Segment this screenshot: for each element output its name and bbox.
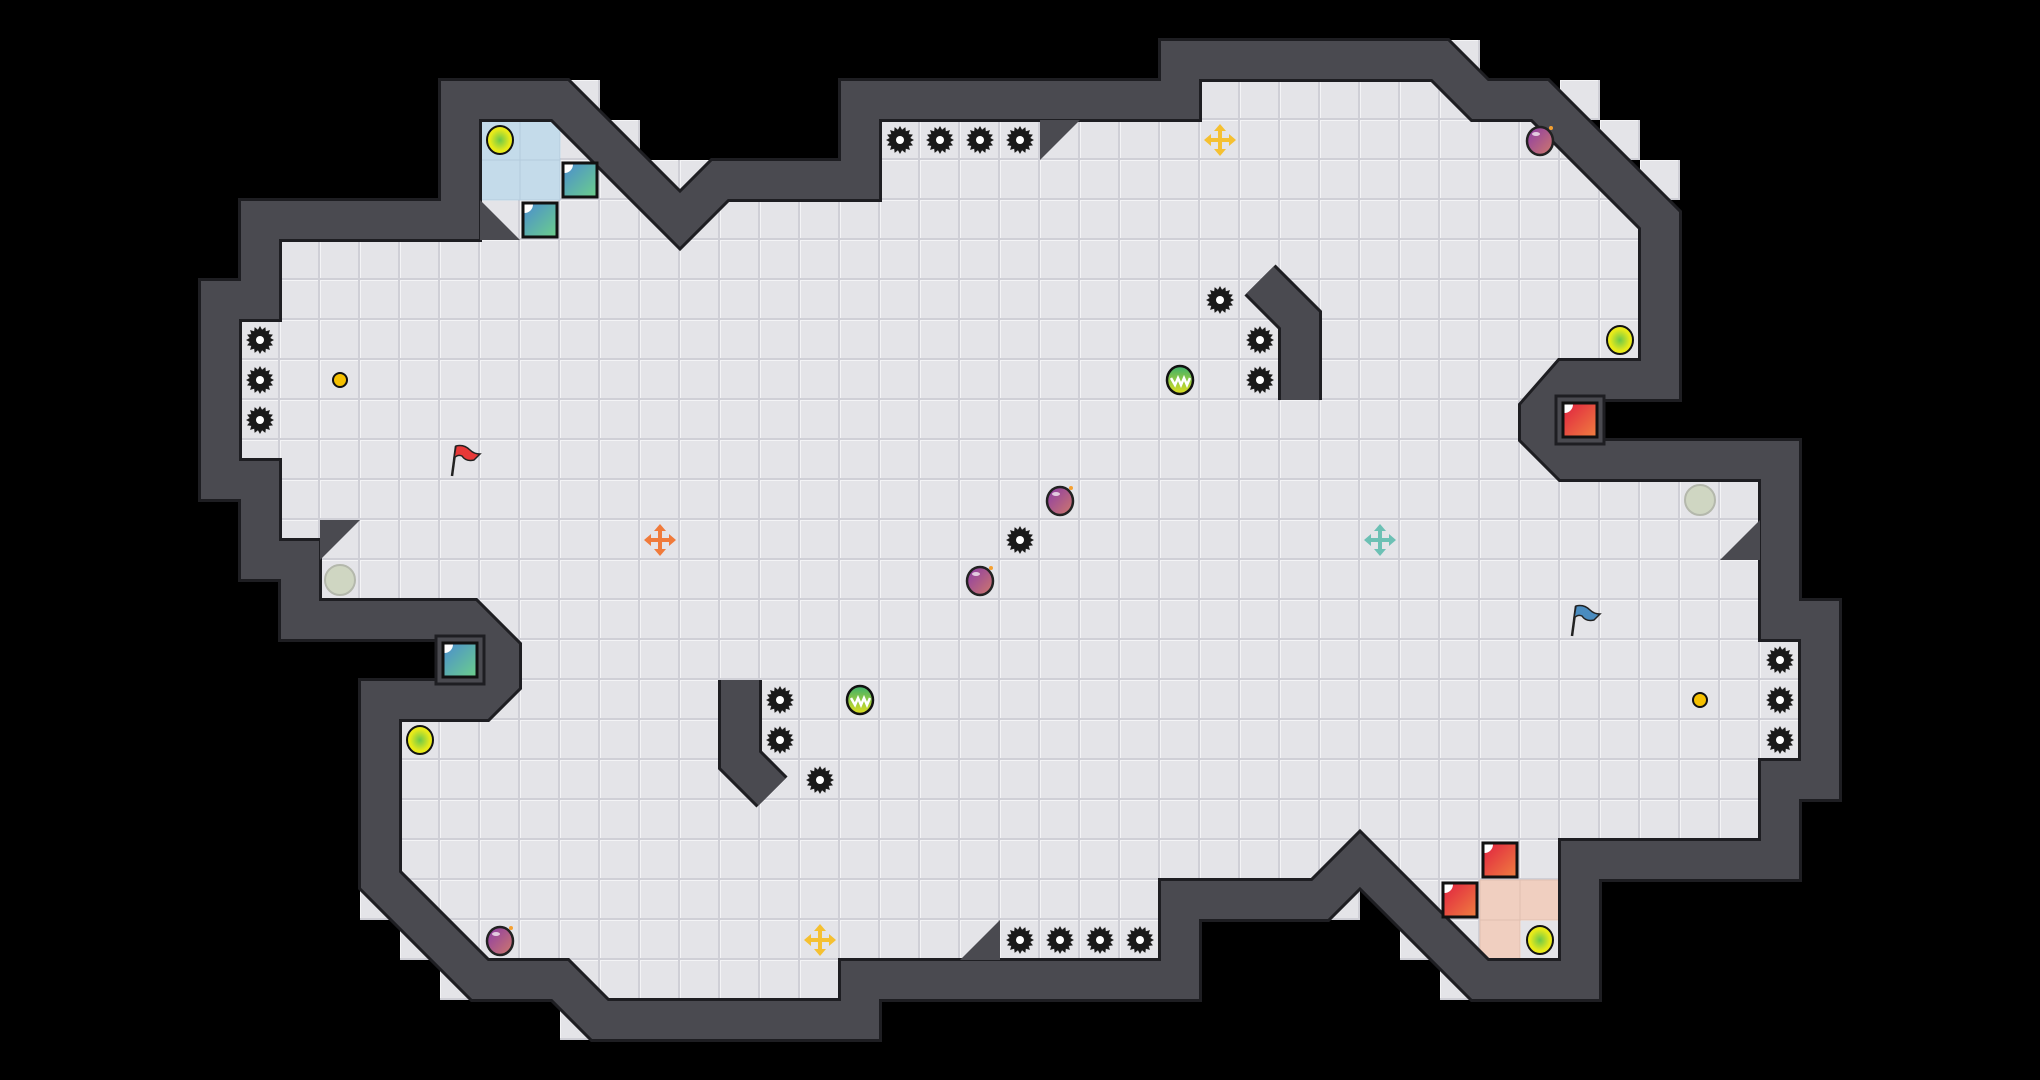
gear-hazard-icon (806, 766, 834, 794)
blue-target-tile (519, 119, 561, 161)
bomb-icon (1525, 125, 1555, 157)
inner-wall (721, 680, 786, 806)
gear-hazard-icon (926, 126, 954, 154)
blue-block (561, 161, 599, 199)
bomb-icon (965, 565, 995, 597)
yellow-gem-icon (1526, 925, 1554, 955)
gear-hazard-icon (1766, 646, 1794, 674)
yellow-gem-icon (406, 725, 434, 755)
target-tiles (479, 119, 1561, 961)
blue-target-tile (479, 159, 521, 201)
inner-wall (1246, 266, 1319, 400)
ghost-circle-icon (324, 564, 356, 596)
blue-target-tile (519, 159, 561, 201)
red-target-tile (1479, 879, 1521, 921)
flag-icon (450, 444, 482, 477)
gear-hazard-icon (1046, 926, 1074, 954)
wall-chamfer (480, 200, 520, 240)
blue-block (441, 641, 479, 679)
gear-hazard-icon (1126, 926, 1154, 954)
gear-hazard-icon (766, 726, 794, 754)
green-ball-icon (1165, 364, 1195, 396)
entities (246, 124, 1794, 957)
gear-hazard-icon (886, 126, 914, 154)
red-block (1441, 881, 1479, 919)
red-block (1561, 401, 1599, 439)
green-ball-icon (845, 684, 875, 716)
gear-hazard-icon (1206, 286, 1234, 314)
gear-hazard-icon (766, 686, 794, 714)
gold-dot-icon (1692, 692, 1708, 708)
gear-hazard-icon (246, 406, 274, 434)
bomb-icon (485, 925, 515, 957)
gear-hazard-icon (1766, 686, 1794, 714)
gear-hazard-icon (246, 326, 274, 354)
red-block (1481, 841, 1519, 879)
gear-hazard-icon (1006, 526, 1034, 554)
wall-chamfer (320, 520, 360, 560)
bomb-icon (1045, 485, 1075, 517)
outer-wall (201, 41, 1839, 1039)
ghost-circle-icon (1684, 484, 1716, 516)
move-cross-icon (644, 524, 676, 556)
wall-chamfer (960, 920, 1000, 960)
gear-hazard-icon (1006, 926, 1034, 954)
red-target-tile (1519, 879, 1561, 921)
red-target-tile (1479, 919, 1521, 961)
wall-chamfer (1040, 120, 1080, 160)
gear-hazard-icon (246, 366, 274, 394)
gear-hazard-icon (1246, 366, 1274, 394)
gold-dot-icon (332, 372, 348, 388)
gear-hazard-icon (1086, 926, 1114, 954)
gear-hazard-icon (1246, 326, 1274, 354)
gear-hazard-icon (966, 126, 994, 154)
gear-hazard-icon (1006, 126, 1034, 154)
move-cross-icon (1364, 524, 1396, 556)
blue-block (521, 201, 559, 239)
move-cross-icon (1204, 124, 1236, 156)
wall-chamfer (1720, 520, 1760, 560)
flag-icon (1570, 604, 1602, 637)
gear-hazard-icon (1766, 726, 1794, 754)
yellow-gem-icon (1606, 325, 1634, 355)
move-cross-icon (804, 924, 836, 956)
yellow-gem-icon (486, 125, 514, 155)
